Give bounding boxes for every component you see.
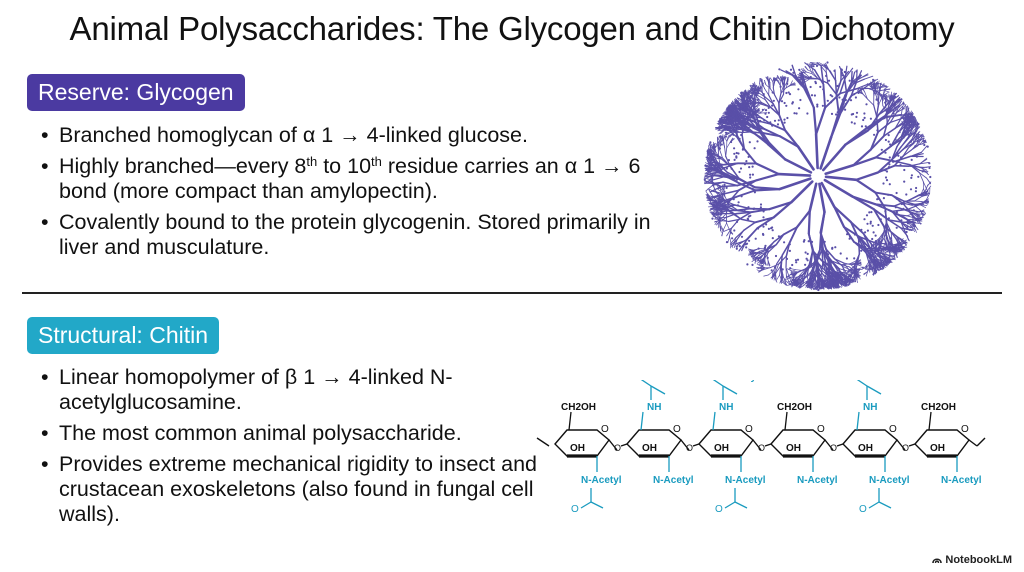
- top-substituent-label: CH2OH: [921, 402, 956, 413]
- top-substituent-label: NH: [863, 402, 877, 413]
- carbonyl-oxygen-label: O: [701, 380, 709, 383]
- carbonyl-oxygen-label: O: [715, 504, 723, 515]
- brand-name: NotebookLM: [945, 554, 1012, 566]
- chain-start-bond: [536, 437, 550, 447]
- acetyl-group-label: Acetyl: [729, 380, 759, 383]
- bullet-text-part: to 10: [317, 154, 372, 178]
- glycogen-bullet-1: Branched homoglycan of α 1 → 4-linked gl…: [40, 123, 660, 148]
- glycosidic-oxygen: O: [758, 443, 765, 453]
- ring-oxygen-label: O: [817, 424, 825, 435]
- carbonyl-oxygen-label: O: [629, 380, 637, 383]
- bottom-substituent-label: N-Acetyl: [653, 475, 694, 486]
- top-substituent-label: NH: [719, 402, 733, 413]
- ring-oxygen-label: O: [745, 424, 753, 435]
- hydroxyl-label: OH: [858, 443, 873, 454]
- ordinal-suffix: th: [371, 154, 382, 169]
- top-substituent-label: NH: [647, 402, 661, 413]
- bottom-substituent-label: N-Acetyl: [581, 475, 622, 486]
- glycosidic-oxygen: O: [902, 443, 909, 453]
- glycosidic-oxygen: O: [830, 443, 837, 453]
- top-substituent-label: CH2OH: [777, 402, 812, 413]
- bottom-substituent-label: N-Acetyl: [725, 475, 766, 486]
- glycogen-bullet-list: Branched homoglycan of α 1 → 4-linked gl…: [40, 123, 660, 266]
- glycogen-bullet-2: Highly branched—every 8th to 10th residu…: [40, 154, 660, 204]
- reserve-glycogen-badge: Reserve: Glycogen: [27, 74, 245, 111]
- carbonyl-oxygen-label: O: [845, 380, 853, 383]
- glycosidic-oxygen: O: [686, 443, 693, 453]
- chitin-unit: O OH CH2OH N-Acetyl: [914, 402, 982, 486]
- top-substituent-label: CH2OH: [561, 402, 596, 413]
- hydroxyl-label: OH: [642, 443, 657, 454]
- glycosidic-oxygen: O: [614, 443, 621, 453]
- glycogen-branches: [703, 61, 932, 292]
- section-divider: [22, 292, 1002, 294]
- bottom-substituent-label: N-Acetyl: [941, 475, 982, 486]
- carbonyl-oxygen-label: O: [859, 504, 867, 515]
- chitin-unit: O OH O CH2OH N-Acetyl: [770, 402, 844, 486]
- chitin-bullet-1: Linear homopolymer of β 1 → 4-linked N-a…: [40, 365, 540, 415]
- glycogen-bullet-3: Covalently bound to the protein glycogen…: [40, 210, 660, 260]
- hydroxyl-label: OH: [570, 443, 585, 454]
- carbonyl-oxygen-label: O: [571, 504, 579, 515]
- bottom-substituent-label: N-Acetyl: [797, 475, 838, 486]
- bullet-text-part: residue carries an α 1 → 6 bond (more co…: [59, 154, 641, 203]
- bottom-substituent-label: N-Acetyl: [869, 475, 910, 486]
- ring-oxygen-label: O: [673, 424, 681, 435]
- ordinal-suffix: th: [306, 154, 318, 169]
- hydroxyl-label: OH: [714, 443, 729, 454]
- hydroxyl-label: OH: [786, 443, 801, 454]
- hydroxyl-label: OH: [930, 443, 945, 454]
- structural-chitin-badge: Structural: Chitin: [27, 317, 220, 354]
- ring-oxygen-label: O: [601, 424, 609, 435]
- chain-end-bond: [976, 437, 986, 447]
- ring-oxygen-label: O: [961, 424, 969, 435]
- ring-oxygen-label: O: [889, 424, 897, 435]
- chitin-bullet-3: Provides extreme mechanical rigidity to …: [40, 452, 540, 527]
- chitin-unit: O OH O NH O N-Acetyl: [626, 380, 700, 486]
- chitin-structure-diagram: OOHOCH2OHN-AcetylOOOHONHON-AcetylOOHONHO…: [536, 380, 986, 515]
- bullet-text-part: Highly branched—every 8: [59, 154, 307, 178]
- chitin-bullet-list: Linear homopolymer of β 1 → 4-linked N-a…: [40, 365, 540, 533]
- notebooklm-logo: NotebookLM: [932, 554, 1012, 566]
- chitin-bullet-2: The most common animal polysaccharide.: [40, 421, 540, 446]
- notebooklm-icon: [932, 558, 943, 564]
- page-title: Animal Polysaccharides: The Glycogen and…: [69, 10, 955, 47]
- glycogen-branching-illustration: [703, 61, 932, 292]
